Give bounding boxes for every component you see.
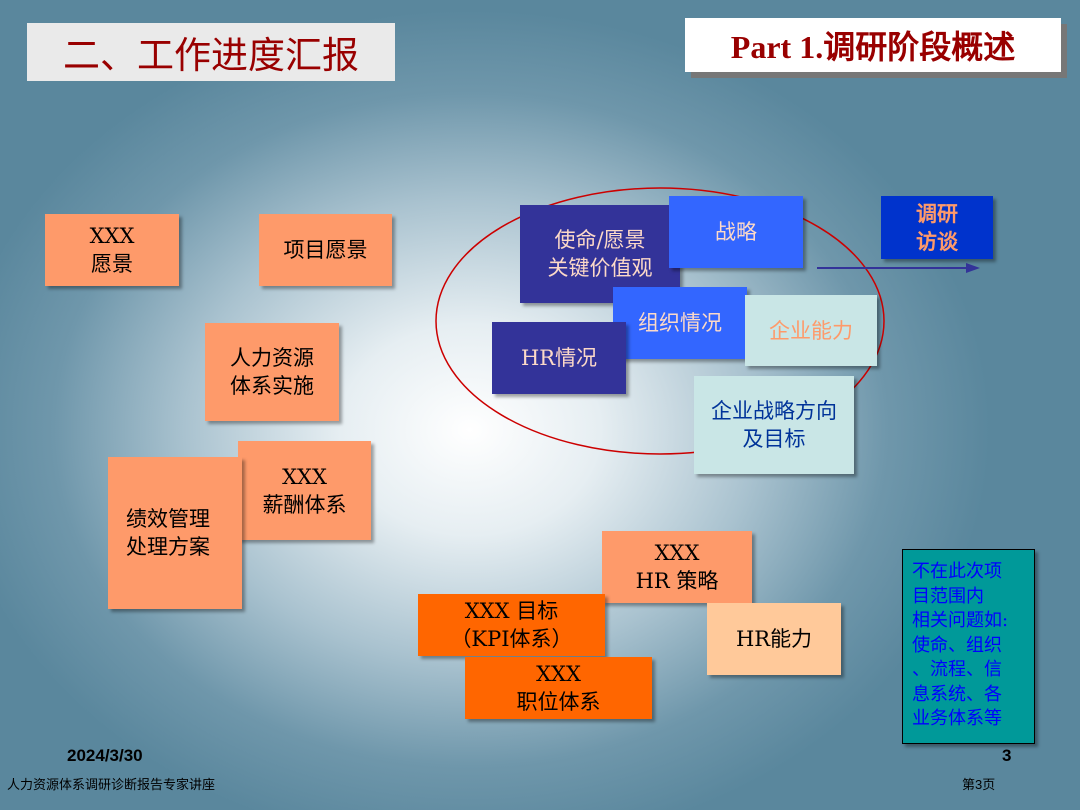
hr-strategy-box: XXX HR 策略	[602, 531, 752, 603]
pay-system-box: XXX 薪酬体系	[238, 441, 371, 540]
hr-capability-box: HR能力	[707, 603, 841, 675]
mission-box: 使命/愿景 关键价值观	[520, 205, 680, 303]
hr-system-box: 人力资源 体系实施	[205, 323, 339, 421]
vision-box: XXX 愿景	[45, 214, 179, 286]
footer-caption: 人力资源体系调研诊断报告专家讲座	[7, 777, 216, 792]
capability-box: 企业能力	[745, 295, 877, 366]
out-of-scope-box: 不在此次项 目范围内 相关问题如: 使命、组织 、流程、信 息系统、各 业务体系…	[902, 549, 1035, 744]
slide-title: 二、工作进度汇报	[27, 23, 395, 81]
strategy-box: 战略	[669, 196, 803, 268]
arrow-head	[966, 263, 980, 273]
direction-box: 企业战略方向 及目标	[694, 376, 854, 474]
slide-number: 3	[1002, 746, 1012, 765]
organization-box: 组织情况	[613, 287, 747, 359]
footer-date: 2024/3/30	[67, 746, 143, 765]
position-box: XXX 职位体系	[465, 657, 652, 719]
scope-ellipse	[435, 187, 885, 455]
project-vision-box: 项目愿景	[259, 214, 392, 286]
footer-page: 第3页	[962, 777, 996, 792]
hr-status-box: HR情况	[492, 322, 626, 394]
kpi-box: XXX 目标 （KPI体系）	[418, 594, 605, 656]
research-box: 调研 访谈	[881, 196, 993, 259]
part-title: Part 1.调研阶段概述	[685, 18, 1061, 72]
performance-box: 绩效管理 处理方案	[108, 457, 242, 609]
